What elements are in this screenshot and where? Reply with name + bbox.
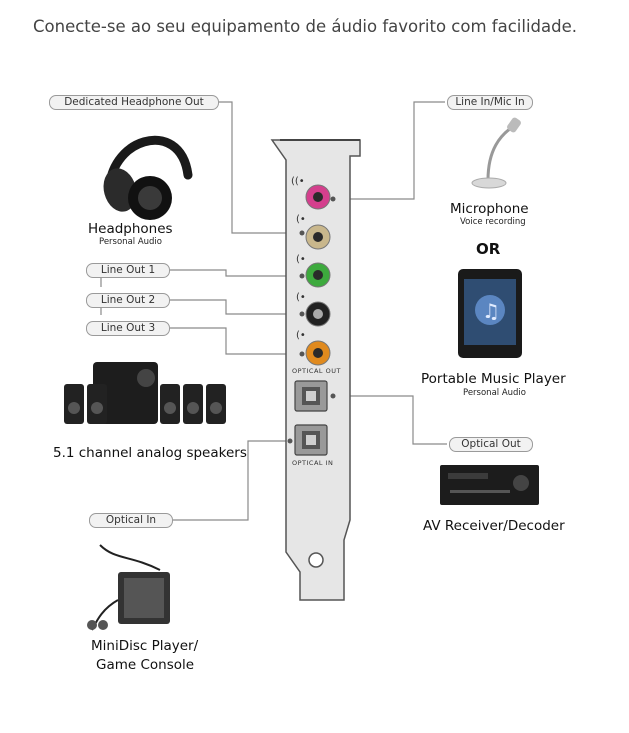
line-line-out-3	[170, 327, 302, 355]
label-line-in-mic-in: Line In/Mic In	[447, 95, 533, 110]
headphones-icon	[103, 135, 193, 220]
audio-jacks	[287, 184, 336, 456]
line-line-out-2	[170, 299, 302, 315]
line-optical-in	[173, 440, 290, 521]
av-receiver-title: AV Receiver/Decoder	[423, 518, 565, 534]
label-line-out-3: Line Out 3	[86, 321, 170, 336]
speakers-title: 5.1 channel analog speakers	[53, 445, 247, 461]
svg-text:♫: ♫	[482, 299, 500, 323]
av-receiver-icon	[440, 465, 539, 505]
jack-icons: ((• (• (• (• (•	[291, 176, 306, 341]
headphones-title: Headphones	[88, 221, 173, 237]
or-text: OR	[476, 240, 501, 258]
microphone-icon	[471, 117, 521, 189]
portable-music-player-title: Portable Music Player	[421, 371, 566, 387]
line-out-1-jack	[305, 262, 331, 288]
headphones-subtitle: Personal Audio	[99, 237, 162, 247]
line-out-1-jack-icon: (•	[296, 254, 306, 265]
label-optical-in: Optical In	[89, 513, 173, 528]
minidisc-player-icon	[87, 544, 170, 631]
line-mic-in	[333, 101, 445, 200]
line-out-2-jack	[305, 301, 331, 327]
mic-jack-icon: ((•	[291, 176, 305, 187]
minidisc-title-line-2: Game Console	[96, 657, 195, 673]
port-label-optical-in: OPTICAL IN	[292, 459, 334, 467]
port-label-optical-out: OPTICAL OUT	[292, 367, 341, 375]
line-line-out-1	[170, 269, 302, 277]
portable-music-player-subtitle: Personal Audio	[463, 388, 526, 398]
speakers-icon	[64, 362, 226, 424]
line-out-3-jack	[305, 340, 331, 366]
line-headphone-out	[218, 101, 302, 234]
optical-in-port	[294, 424, 328, 456]
headphone-jack	[305, 224, 331, 250]
label-optical-out: Optical Out	[449, 437, 533, 452]
minidisc-title-line-1: MiniDisc Player/	[91, 638, 199, 654]
portable-music-player-icon: ♫	[458, 269, 522, 358]
optical-out-port	[294, 380, 328, 412]
mic-jack	[305, 184, 331, 210]
label-dedicated-headphone-out: Dedicated Headphone Out	[49, 95, 219, 110]
line-out-3-jack-icon: (•	[296, 330, 306, 341]
line-out-2-jack-icon: (•	[296, 292, 306, 303]
bracket-screw-hole	[308, 552, 324, 568]
label-line-out-1: Line Out 1	[86, 263, 170, 278]
microphone-title: Microphone	[450, 201, 529, 217]
intro-text: Conecte-se ao seu equipamento de áudio f…	[33, 17, 577, 36]
microphone-subtitle: Voice recording	[460, 217, 526, 227]
label-line-out-2: Line Out 2	[86, 293, 170, 308]
connector-lines	[100, 101, 447, 521]
sound-card-bracket	[270, 139, 361, 601]
headphone-jack-icon: (•	[296, 214, 306, 225]
line-optical-out	[333, 395, 447, 445]
